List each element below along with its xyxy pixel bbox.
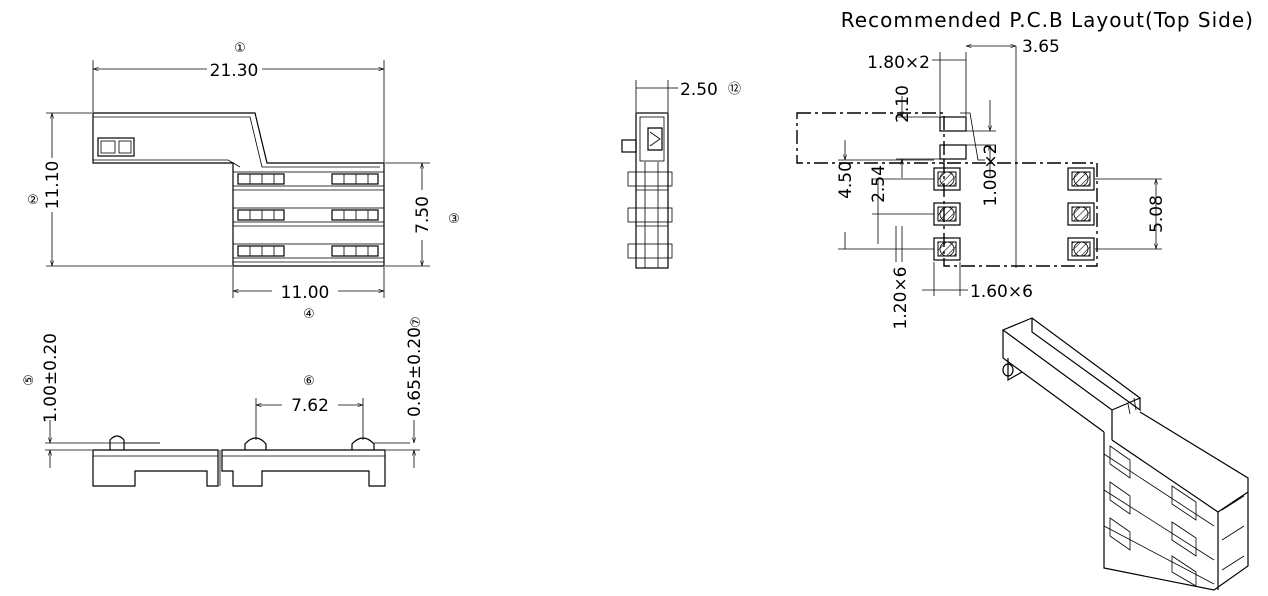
dim-11-10: 11.10 (43, 161, 63, 210)
callout-6: ⑥ (303, 374, 315, 389)
top-view (46, 60, 430, 298)
dim-1-80x2: 1.80×2 (867, 53, 930, 73)
pcb-layout (796, 46, 1162, 296)
dim-2-10: 2.10 (893, 85, 913, 123)
dim-7-50: 7.50 (413, 196, 433, 234)
pad-column-left (933, 167, 961, 261)
callout-5: ⑤ (22, 374, 37, 386)
dim-1-60x6: 1.60×6 (970, 282, 1033, 302)
callout-12: ⑫ (728, 82, 741, 97)
dim-2-50: 2.50 (680, 80, 718, 100)
dim-4-50: 4.50 (836, 161, 856, 199)
dim-21-30: 21.30 (210, 61, 259, 81)
dim-0-65-tol: 0.65±0.20 (405, 327, 425, 417)
pad-column-right (1067, 167, 1095, 261)
isometric-view (1001, 317, 1249, 591)
callout-7: ⑦ (409, 316, 424, 328)
dim-1-00x2: 1.00×2 (981, 144, 1001, 207)
dim-1-00-tol: 1.00±0.20 (41, 333, 61, 423)
callout-3: ③ (448, 212, 460, 227)
dim-1-20x6: 1.20×6 (891, 267, 911, 330)
dim-2-54: 2.54 (869, 165, 889, 203)
side-view (45, 398, 420, 487)
dim-3-65: 3.65 (1022, 37, 1060, 57)
callout-1: ① (234, 41, 246, 56)
callout-4: ④ (303, 307, 315, 322)
callout-2: ② (27, 193, 39, 208)
dim-5-08: 5.08 (1147, 195, 1167, 233)
end-view (621, 80, 678, 269)
dim-11-00: 11.00 (281, 283, 330, 303)
layout-title: Recommended P.C.B Layout(Top Side) (841, 8, 1254, 32)
dim-7-62: 7.62 (291, 396, 329, 416)
